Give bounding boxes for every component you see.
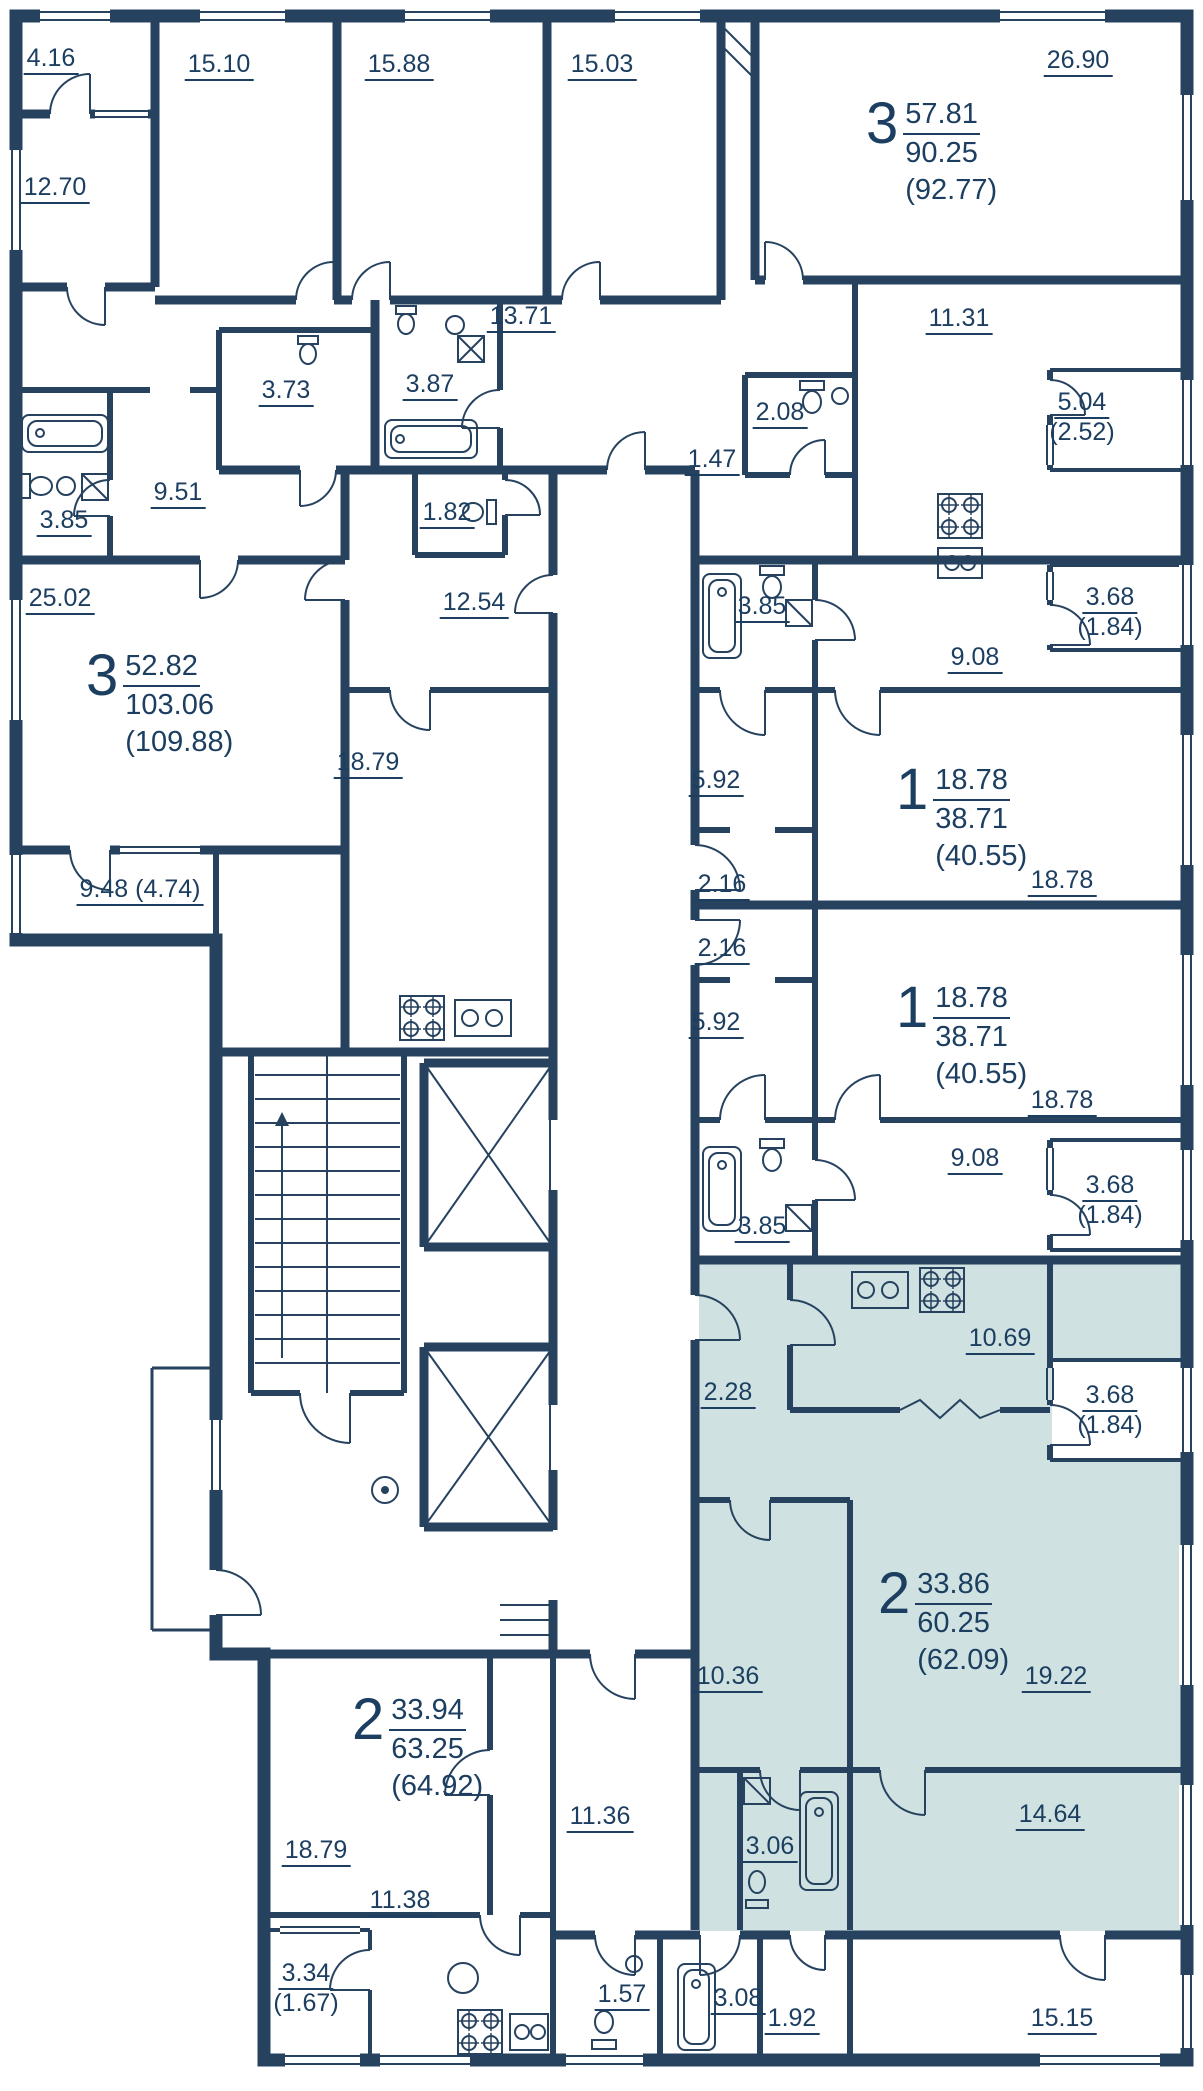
room-area-label: 3.06 [742,1831,798,1863]
room-area-label: 10.36 [693,1661,763,1693]
apartment-living-area: 57.81 [903,96,980,136]
room-area-label: 14.64 [1015,1799,1085,1831]
elevator-shafts [423,1062,554,1528]
room-area-label: 3.08 [710,1983,766,2015]
room-area-label: 15.03 [567,49,637,81]
apartment-total-area: (40.55) [935,1057,1028,1090]
apartment-room-count: 1 [896,757,929,822]
apartment-room-count: 1 [896,975,929,1040]
room-area-label: 3.85 [36,505,92,537]
room-area-label: 3.87 [402,369,458,401]
room-area-label: 1.92 [764,2003,820,2035]
apartment-area: 63.25 [391,1733,464,1766]
room-area-label: 25.02 [25,583,95,615]
apartment-living-area: 33.94 [389,1692,466,1732]
room-area-label: 3.73 [258,375,314,407]
apartment-area: 60.25 [917,1607,990,1640]
room-area-label: 9.08 [947,1143,1003,1175]
room-area-label: 9.48 (4.74) [76,874,204,906]
room-area-label: 15.10 [184,49,254,81]
room-area-label: 3.85 [734,591,790,623]
room-area-label: 18.79 [281,1835,351,1867]
room-area-label: 12.70 [20,172,90,204]
apartment-total-area: (40.55) [935,839,1028,872]
apartment-summary-3-room-right[interactable]: 3 57.81 90.25 (92.77) [866,91,999,208]
washing-machine-icons [81,335,813,1805]
room-area-label: 1.47 [684,444,740,476]
room-area-label: 3.68(1.84) [1077,1171,1143,1229]
stairs [255,1052,400,1393]
apartment-living-area: 52.82 [123,648,200,688]
room-area-label: 12.54 [439,587,509,619]
apartment-area: 38.71 [935,1021,1008,1054]
bathtub-icons [21,414,839,2051]
garbage-chute-icon [371,1476,399,1504]
apartment-summary-3-room-left[interactable]: 3 52.82 103.06 (109.88) [86,643,235,760]
room-area-label: 9.08 [947,642,1003,674]
room-area-label: 5.04(2.52) [1049,388,1115,446]
room-area-label: 11.38 [366,1885,434,1917]
room-area-label: 15.15 [1027,2003,1097,2035]
apartment-total-area: (92.77) [905,173,998,206]
room-area-label: 11.36 [566,1801,634,1833]
apartment-living-area: 33.86 [915,1566,992,1606]
room-area-label: 3.85 [734,1211,790,1243]
corridor-details [500,27,1001,1636]
room-area-label: 2.16 [694,869,750,901]
room-area-label: 2.16 [694,933,750,965]
walls [9,9,1194,2067]
apartment-area: 90.25 [905,137,978,170]
door-arcs [49,73,1106,1991]
apartment-summary-2-room-highlighted[interactable]: 2 33.86 60.25 (62.09) [878,1561,1011,1678]
room-area-label: 4.16 [23,43,79,75]
room-area-label: 5.92 [688,1007,744,1039]
apartment-area: 103.06 [125,689,214,722]
apartment-total-area: (109.88) [125,725,234,758]
apartment-total-area: (64.92) [391,1769,484,1802]
room-area-label: 15.88 [364,49,434,81]
apartment-living-area: 18.78 [933,980,1010,1020]
apartment-summary-2-room-bottom[interactable]: 2 33.94 63.25 (64.92) [352,1687,485,1804]
room-area-label: 10.69 [965,1323,1035,1355]
kitchen-sink-icons [447,547,983,2051]
room-area-label: 19.22 [1021,1661,1091,1693]
room-area-label: 18.78 [1027,865,1097,897]
room-area-label: 2.08 [752,397,808,429]
room-area-label: 11.31 [925,303,993,335]
stove-icons [399,493,983,2055]
apartment-summary-1-room-lower[interactable]: 1 18.78 38.71 (40.55) [896,975,1029,1092]
room-area-label: 18.78 [1027,1085,1097,1117]
windows [11,11,1192,2065]
apartment-room-count: 3 [86,643,119,708]
apartment-area: 38.71 [935,803,1008,836]
apartment-living-area: 18.78 [933,762,1010,802]
apartment-summary-1-room-upper[interactable]: 1 18.78 38.71 (40.55) [896,757,1029,874]
room-area-label: 26.90 [1043,45,1113,77]
room-area-label: 9.51 [150,477,206,509]
room-area-label: 1.57 [594,1979,650,2011]
room-area-label: 3.34(1.67) [273,1959,339,2017]
apartment-room-count: 2 [352,1687,385,1752]
apartment-room-count: 2 [878,1561,911,1626]
room-area-label: 13.71 [486,301,556,333]
room-area-label: 1.82 [419,497,475,529]
room-area-label: 2.28 [700,1377,756,1409]
loggia-cutout [1052,1362,1185,1458]
apartment-room-count: 3 [866,91,899,156]
room-area-label: 3.68(1.84) [1077,583,1143,641]
apartment-total-area: (62.09) [917,1643,1010,1676]
room-area-label: 18.79 [333,747,403,779]
toilet-icons [19,305,825,2050]
room-area-label: 3.68(1.84) [1077,1381,1143,1439]
room-area-label: 5.92 [688,765,744,797]
sink-icons [56,315,849,1973]
